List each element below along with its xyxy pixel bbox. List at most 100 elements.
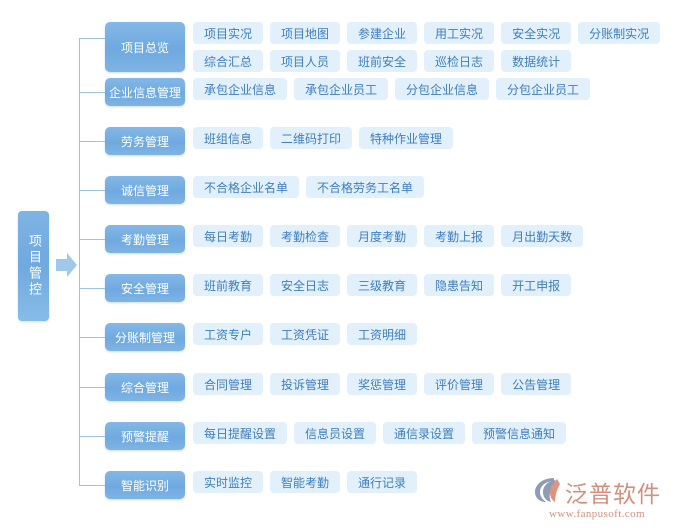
subitem-button[interactable]: 承包企业员工 bbox=[294, 78, 389, 100]
category-button-project-overview[interactable]: 项目总览 bbox=[105, 22, 185, 72]
branch-line bbox=[79, 92, 105, 93]
subitem-button[interactable]: 数据统计 bbox=[501, 50, 572, 72]
subitem-button[interactable]: 承包企业信息 bbox=[193, 78, 288, 100]
subitem-button[interactable]: 不合格劳务工名单 bbox=[306, 176, 425, 198]
root-node[interactable]: 项目管控 bbox=[18, 211, 49, 321]
tree-row-labor-management: 劳务管理 班组信息二维码打印特种作业管理 bbox=[105, 127, 454, 155]
subitem-group: 实时监控智能考勤通行记录 bbox=[193, 471, 418, 493]
category-button-split-account-management[interactable]: 分账制管理 bbox=[105, 323, 185, 351]
subitem-group: 每日考勤考勤检查月度考勤考勤上报月出勤天数 bbox=[193, 225, 584, 247]
branch-line bbox=[79, 337, 105, 338]
subitem-button[interactable]: 信息员设置 bbox=[294, 422, 377, 444]
watermark-url: www.fanpusoft.com bbox=[549, 508, 645, 520]
category-button-alert-reminder[interactable]: 预警提醒 bbox=[105, 422, 185, 450]
subitem-button[interactable]: 工资专户 bbox=[193, 323, 264, 345]
subitem-button[interactable]: 安全实况 bbox=[501, 22, 572, 44]
category-button-smart-recognition[interactable]: 智能识别 bbox=[105, 471, 185, 499]
subitem-row: 班前教育安全日志三级教育隐患告知开工申报 bbox=[193, 274, 572, 296]
branch-line bbox=[79, 141, 105, 142]
subitem-button[interactable]: 考勤上报 bbox=[424, 225, 495, 247]
subitem-button[interactable]: 特种作业管理 bbox=[359, 127, 454, 149]
subitem-button[interactable]: 考勤检查 bbox=[270, 225, 341, 247]
subitem-button[interactable]: 项目人员 bbox=[270, 50, 341, 72]
subitem-button[interactable]: 每日考勤 bbox=[193, 225, 264, 247]
tree-row-comprehensive-management: 综合管理 合同管理投诉管理奖惩管理评价管理公告管理 bbox=[105, 373, 572, 401]
tree-row-smart-recognition: 智能识别实时监控智能考勤通行记录 bbox=[105, 471, 418, 499]
subitem-button[interactable]: 班前教育 bbox=[193, 274, 264, 296]
subitem-button[interactable]: 工资凭证 bbox=[270, 323, 341, 345]
tree-trunk-line bbox=[79, 38, 80, 486]
subitem-group: 每日提醒设置信息员设置通信录设置预警信息通知 bbox=[193, 422, 567, 444]
right-arrow-icon bbox=[56, 252, 78, 278]
category-label: 安全管理 bbox=[120, 281, 169, 296]
tree-row-split-account-management: 分账制管理工资专户工资凭证工资明细 bbox=[105, 323, 418, 351]
subitem-button[interactable]: 合同管理 bbox=[193, 373, 264, 395]
branch-line bbox=[79, 485, 105, 486]
subitem-button[interactable]: 实时监控 bbox=[193, 471, 264, 493]
category-label: 劳务管理 bbox=[120, 134, 169, 149]
subitem-row: 项目实况项目地图参建企业用工实况安全实况分账制实况 bbox=[193, 22, 661, 44]
subitem-button[interactable]: 不合格企业名单 bbox=[193, 176, 300, 198]
subitem-button[interactable]: 公告管理 bbox=[501, 373, 572, 395]
category-label: 企业信息管理 bbox=[108, 85, 181, 100]
subitem-button[interactable]: 班组信息 bbox=[193, 127, 264, 149]
category-button-safety-management[interactable]: 安全管理 bbox=[105, 274, 185, 302]
tree-row-credit-management: 诚信管理 不合格企业名单不合格劳务工名单 bbox=[105, 176, 425, 204]
subitem-button[interactable]: 三级教育 bbox=[347, 274, 418, 296]
subitem-button[interactable]: 预警信息通知 bbox=[472, 422, 567, 444]
subitem-group: 工资专户工资凭证工资明细 bbox=[193, 323, 418, 345]
subitem-row: 承包企业信息承包企业员工分包企业信息分包企业员工 bbox=[193, 78, 591, 100]
subitem-group: 班前教育安全日志三级教育隐患告知开工申报 bbox=[193, 274, 572, 296]
fanpu-swoosh-logo-icon bbox=[533, 476, 563, 508]
subitem-button[interactable]: 每日提醒设置 bbox=[193, 422, 288, 444]
root-node-label: 项目管控 bbox=[26, 234, 41, 298]
subitem-button[interactable]: 通信录设置 bbox=[383, 422, 466, 444]
subitem-button[interactable]: 投诉管理 bbox=[270, 373, 341, 395]
subitem-button[interactable]: 开工申报 bbox=[501, 274, 572, 296]
tree-row-attendance-management: 考勤管理 每日考勤考勤检查月度考勤考勤上报月出勤天数 bbox=[105, 225, 584, 253]
category-label: 诚信管理 bbox=[120, 183, 169, 198]
subitem-row: 不合格企业名单不合格劳务工名单 bbox=[193, 176, 425, 198]
subitem-button[interactable]: 项目实况 bbox=[193, 22, 264, 44]
subitem-group: 不合格企业名单不合格劳务工名单 bbox=[193, 176, 425, 198]
category-label: 考勤管理 bbox=[120, 232, 169, 247]
category-button-credit-management[interactable]: 诚信管理 bbox=[105, 176, 185, 204]
branch-line bbox=[79, 190, 105, 191]
category-button-labor-management[interactable]: 劳务管理 bbox=[105, 127, 185, 155]
branch-line bbox=[79, 436, 105, 437]
subitem-button[interactable]: 二维码打印 bbox=[270, 127, 353, 149]
subitem-button[interactable]: 月出勤天数 bbox=[501, 225, 584, 247]
subitem-button[interactable]: 综合汇总 bbox=[193, 50, 264, 72]
subitem-button[interactable]: 项目地图 bbox=[270, 22, 341, 44]
branch-line bbox=[79, 239, 105, 240]
category-label: 综合管理 bbox=[120, 380, 169, 395]
category-button-comprehensive-management[interactable]: 综合管理 bbox=[105, 373, 185, 401]
subitem-button[interactable]: 隐患告知 bbox=[424, 274, 495, 296]
category-label: 预警提醒 bbox=[120, 429, 169, 444]
category-label: 项目总览 bbox=[120, 40, 169, 55]
subitem-button[interactable]: 班前安全 bbox=[347, 50, 418, 72]
subitem-row: 工资专户工资凭证工资明细 bbox=[193, 323, 418, 345]
subitem-button[interactable]: 分账制实况 bbox=[578, 22, 661, 44]
subitem-button[interactable]: 用工实况 bbox=[424, 22, 495, 44]
subitem-row: 实时监控智能考勤通行记录 bbox=[193, 471, 418, 493]
subitem-button[interactable]: 智能考勤 bbox=[270, 471, 341, 493]
subitem-button[interactable]: 工资明细 bbox=[347, 323, 418, 345]
subitem-button[interactable]: 奖惩管理 bbox=[347, 373, 418, 395]
subitem-row: 班组信息二维码打印特种作业管理 bbox=[193, 127, 454, 149]
subitem-button[interactable]: 分包企业员工 bbox=[496, 78, 591, 100]
category-button-enterprise-info-management[interactable]: 企业信息管理 bbox=[105, 78, 185, 106]
subitem-button[interactable]: 安全日志 bbox=[270, 274, 341, 296]
watermark-brand: 泛普软件 bbox=[565, 482, 661, 508]
subitem-group: 班组信息二维码打印特种作业管理 bbox=[193, 127, 454, 149]
category-button-attendance-management[interactable]: 考勤管理 bbox=[105, 225, 185, 253]
subitem-group: 合同管理投诉管理奖惩管理评价管理公告管理 bbox=[193, 373, 572, 395]
subitem-button[interactable]: 月度考勤 bbox=[347, 225, 418, 247]
subitem-row: 综合汇总项目人员班前安全巡检日志数据统计 bbox=[193, 50, 660, 72]
subitem-button[interactable]: 评价管理 bbox=[424, 373, 495, 395]
subitem-button[interactable]: 巡检日志 bbox=[424, 50, 495, 72]
subitem-button[interactable]: 通行记录 bbox=[347, 471, 418, 493]
subitem-button[interactable]: 分包企业信息 bbox=[395, 78, 490, 100]
subitem-button[interactable]: 参建企业 bbox=[347, 22, 418, 44]
subitem-group: 承包企业信息承包企业员工分包企业信息分包企业员工 bbox=[193, 78, 591, 100]
